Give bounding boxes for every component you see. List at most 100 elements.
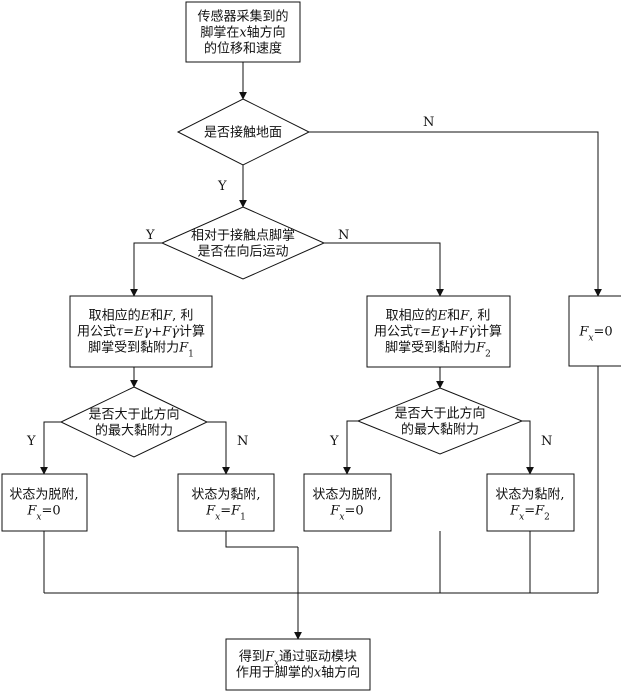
math-variable: F (26, 504, 37, 519)
text-run: 的最大黏附力 (401, 422, 479, 438)
subscript: 1 (240, 513, 246, 523)
text-run: 取相应的 (386, 308, 438, 324)
text-run: 状态为黏附, (495, 487, 564, 503)
subscript: x (36, 513, 41, 523)
text-line: 是否接触地面 (204, 125, 282, 141)
text-line: 用公式τ=Eγ+Fγ̇计算 (77, 325, 205, 340)
attach2-box: 状态为黏附,Fx=F2 (486, 473, 575, 532)
math-variable: F (459, 309, 470, 324)
attach1-box-text: 状态为黏附,Fx=F1 (191, 487, 260, 523)
subscript: x (339, 513, 344, 523)
math-variable: τ (116, 325, 124, 340)
text-run: + (151, 325, 162, 340)
calc-f1-box-text: 取相应的E和F, 利用公式τ=Eγ+Fγ̇计算脚掌受到黏附力F1 (77, 308, 205, 360)
math-variable: Eγ (133, 325, 151, 340)
text-line: 是否大于此方向 (394, 406, 485, 422)
text-line: 脚掌在x轴方向 (200, 25, 285, 41)
text-run: 的最大黏附力 (95, 423, 173, 439)
text-line: 状态为黏附, (191, 487, 260, 503)
detach2-box: 状态为脱附,Fx=0 (303, 473, 392, 532)
math-variable: x (239, 26, 247, 41)
math-variable: F (534, 504, 545, 519)
text-run: 的位移和速度 (204, 41, 282, 57)
text-line: 相对于接触点脚掌 (191, 228, 295, 244)
math-variable: F (475, 341, 486, 356)
text-line: 传感器采集到的 (197, 9, 288, 25)
text-run: = (220, 504, 231, 519)
text-run: 和 (447, 309, 460, 324)
connector-backward-no-to-calc2 (324, 242, 444, 297)
text-run: 是否在向后运动 (197, 244, 288, 260)
text-line: 的位移和速度 (204, 41, 282, 57)
text-run: =0 (41, 504, 60, 519)
text-run: 取相应的 (89, 308, 141, 324)
math-variable: x (314, 666, 322, 681)
subscript: x (588, 334, 593, 344)
text-run: 是否大于此方向 (394, 406, 485, 422)
text-run: 得到 (239, 649, 265, 665)
attach2-box-text: 状态为黏附,Fx=F2 (495, 487, 564, 523)
connector-max2-yes-to-detach2 (343, 420, 358, 475)
text-run: 作用于脚掌的 (236, 665, 314, 681)
connector-contact-no-to-fx (309, 131, 602, 297)
text-run: 脚掌在 (200, 25, 239, 41)
text-line: Fx=0 (26, 504, 60, 523)
text-run: 相对于接触点脚掌 (191, 228, 295, 244)
label-contact-no: N (423, 115, 434, 130)
text-run: =0 (593, 325, 612, 340)
text-run: = (123, 325, 134, 340)
text-line: 脚掌受到黏附力F2 (385, 340, 491, 360)
math-variable: E (140, 309, 151, 324)
calc-f1-box: 取相应的E和F, 利用公式τ=Eγ+Fγ̇计算脚掌受到黏附力F1 (69, 295, 213, 368)
text-run: , 利 (469, 309, 490, 324)
text-run: 轴方向 (247, 25, 286, 41)
math-variable: τ (413, 325, 421, 340)
end-box: 得到Fx通过驱动模块作用于脚掌的x轴方向 (225, 638, 371, 691)
subscript: 2 (544, 513, 550, 523)
math-variable: F (162, 309, 173, 324)
subscript: x (274, 659, 279, 669)
connector-max1-no-to-attach1 (207, 421, 230, 475)
text-line: Fx=0 (329, 504, 363, 523)
subscript: x (215, 513, 220, 523)
text-run: 计算 (476, 325, 502, 340)
math-variable: F (264, 650, 275, 665)
label-backward-yes: Y (145, 228, 155, 243)
branch-labels: N Y Y N Y N Y N (26, 115, 552, 449)
text-run: 状态为脱附, (312, 488, 381, 503)
backward-decision: 相对于接触点脚掌是否在向后运动 (160, 206, 326, 280)
calc-f2-box-text: 取相应的E和F, 利用公式τ=Eγ+Fγ̇计算脚掌受到黏附力F2 (374, 308, 502, 360)
detach1-box: 状态为脱附,Fx=0 (1, 473, 88, 532)
text-line: 得到Fx通过驱动模块 (239, 649, 357, 669)
text-run: 和 (150, 309, 163, 324)
connector-max1-yes-to-detach1 (40, 421, 61, 475)
connector-attach1-merge (225, 531, 298, 548)
text-run: 是否大于此方向 (88, 407, 179, 423)
text-line: 状态为脱附, (312, 488, 381, 503)
text-run: 脚掌受到黏附力 (88, 340, 179, 356)
text-run: 计算 (179, 325, 205, 340)
fx-zero-box: Fx=0 (568, 295, 621, 367)
text-line: 用公式τ=Eγ+Fγ̇计算 (374, 325, 502, 340)
end-box-text: 得到Fx通过驱动模块作用于脚掌的x轴方向 (236, 649, 360, 681)
text-run: 通过驱动模块 (279, 650, 357, 665)
connector-backward-yes-to-calc1 (130, 242, 162, 297)
label-backward-no: N (338, 228, 349, 243)
label-max1-yes: Y (26, 434, 36, 449)
text-line: 状态为黏附, (495, 487, 564, 503)
backward-decision-text: 相对于接触点脚掌是否在向后运动 (191, 228, 295, 260)
text-run: = (524, 504, 535, 519)
max1-decision-text: 是否大于此方向的最大黏附力 (88, 407, 179, 439)
text-run: 传感器采集到的 (197, 9, 288, 25)
text-run: =0 (344, 504, 363, 519)
text-line: 是否在向后运动 (197, 244, 288, 260)
label-max2-yes: Y (329, 434, 339, 449)
text-run: 用公式 (374, 325, 413, 340)
text-run: , 利 (172, 309, 193, 324)
max1-decision: 是否大于此方向的最大黏附力 (59, 386, 209, 458)
connectors (40, 62, 602, 640)
text-line: 取相应的E和F, 利 (89, 308, 194, 324)
text-run: 脚掌受到黏附力 (385, 340, 476, 356)
start-box: 传感器采集到的脚掌在x轴方向的位移和速度 (185, 1, 301, 63)
